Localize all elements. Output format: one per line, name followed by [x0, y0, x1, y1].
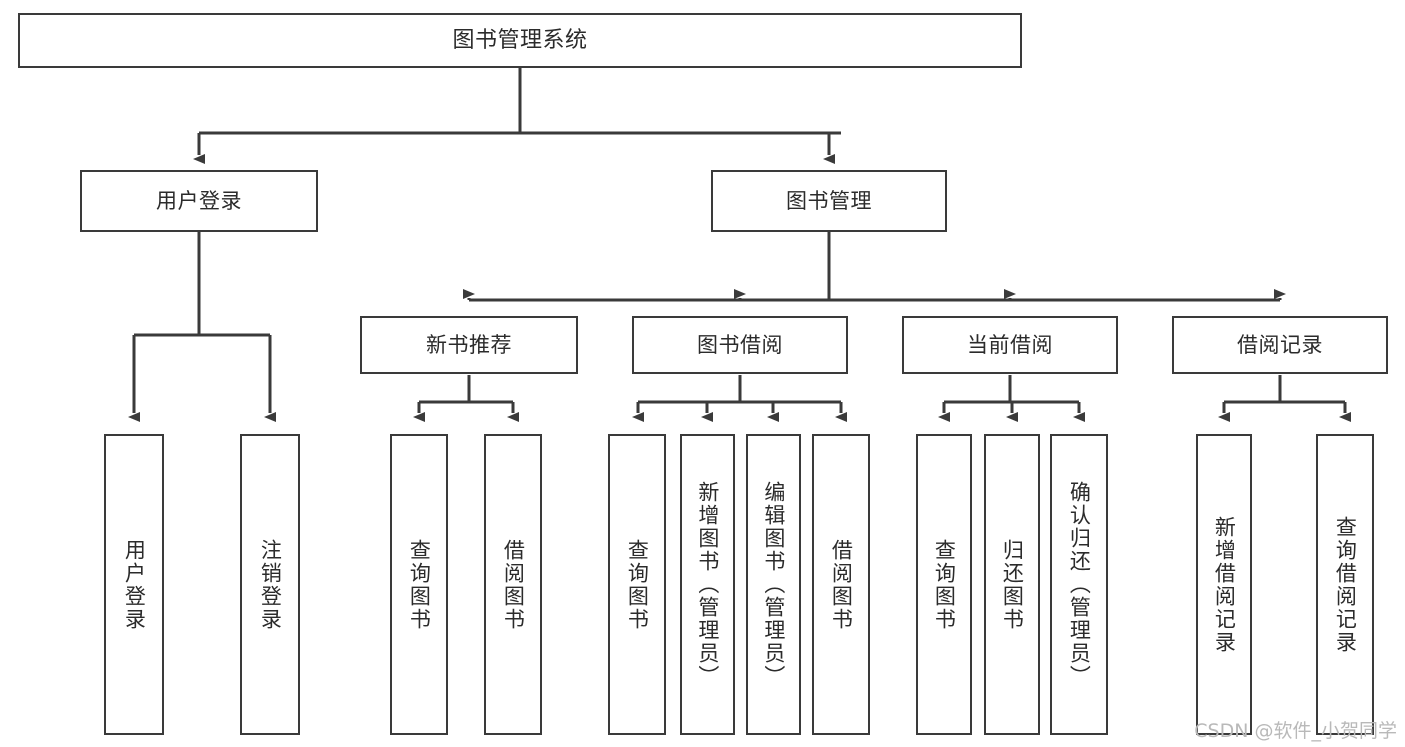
node-leaf-query-book-2[interactable]: 查询图书	[608, 434, 666, 735]
node-label: 用户登录	[156, 188, 242, 213]
node-label: 确认归还（管理员）	[1067, 481, 1092, 688]
node-label: 新书推荐	[426, 332, 512, 357]
node-label: 图书管理系统	[452, 27, 588, 53]
node-label: 注销登录	[258, 538, 283, 631]
node-leaf-user-login[interactable]: 用户登录	[104, 434, 164, 735]
node-label: 图书借阅	[697, 332, 783, 357]
node-label: 查询图书	[625, 538, 650, 631]
node-leaf-return-book[interactable]: 归还图书	[984, 434, 1040, 735]
node-label: 借阅记录	[1237, 332, 1323, 357]
node-book-borrowing[interactable]: 图书借阅	[632, 316, 848, 374]
csdn-watermark: CSDN @软件_小贺同学	[1194, 720, 1397, 742]
node-leaf-borrow-book-1[interactable]: 借阅图书	[484, 434, 542, 735]
node-leaf-query-book-1[interactable]: 查询图书	[390, 434, 448, 735]
node-leaf-borrow-book-2[interactable]: 借阅图书	[812, 434, 870, 735]
node-label: 新增借阅记录	[1212, 515, 1237, 654]
node-book-management[interactable]: 图书管理	[711, 170, 947, 232]
node-label: 归还图书	[1000, 538, 1025, 631]
node-leaf-query-borrow-record[interactable]: 查询借阅记录	[1316, 434, 1374, 735]
node-label: 查询借阅记录	[1333, 515, 1358, 654]
node-label: 借阅图书	[829, 538, 854, 631]
node-label: 当前借阅	[967, 332, 1053, 357]
node-label: 查询图书	[407, 538, 432, 631]
node-leaf-logout[interactable]: 注销登录	[240, 434, 300, 735]
node-leaf-query-book-3[interactable]: 查询图书	[916, 434, 972, 735]
node-label: 查询图书	[932, 538, 957, 631]
node-leaf-add-book-admin[interactable]: 新增图书（管理员）	[680, 434, 735, 735]
node-current-borrowing[interactable]: 当前借阅	[902, 316, 1118, 374]
node-label: 图书管理	[786, 188, 872, 213]
node-root-book-management-system[interactable]: 图书管理系统	[18, 13, 1022, 68]
node-label: 借阅图书	[501, 538, 526, 631]
node-user-login[interactable]: 用户登录	[80, 170, 318, 232]
node-leaf-confirm-return-admin[interactable]: 确认归还（管理员）	[1050, 434, 1108, 735]
node-leaf-edit-book-admin[interactable]: 编辑图书（管理员）	[746, 434, 801, 735]
node-label: 编辑图书（管理员）	[761, 481, 786, 688]
node-label: 用户登录	[122, 538, 147, 631]
node-leaf-add-borrow-record[interactable]: 新增借阅记录	[1196, 434, 1252, 735]
node-label: 新增图书（管理员）	[695, 481, 720, 688]
node-borrowing-record[interactable]: 借阅记录	[1172, 316, 1388, 374]
node-new-book-recommendation[interactable]: 新书推荐	[360, 316, 578, 374]
